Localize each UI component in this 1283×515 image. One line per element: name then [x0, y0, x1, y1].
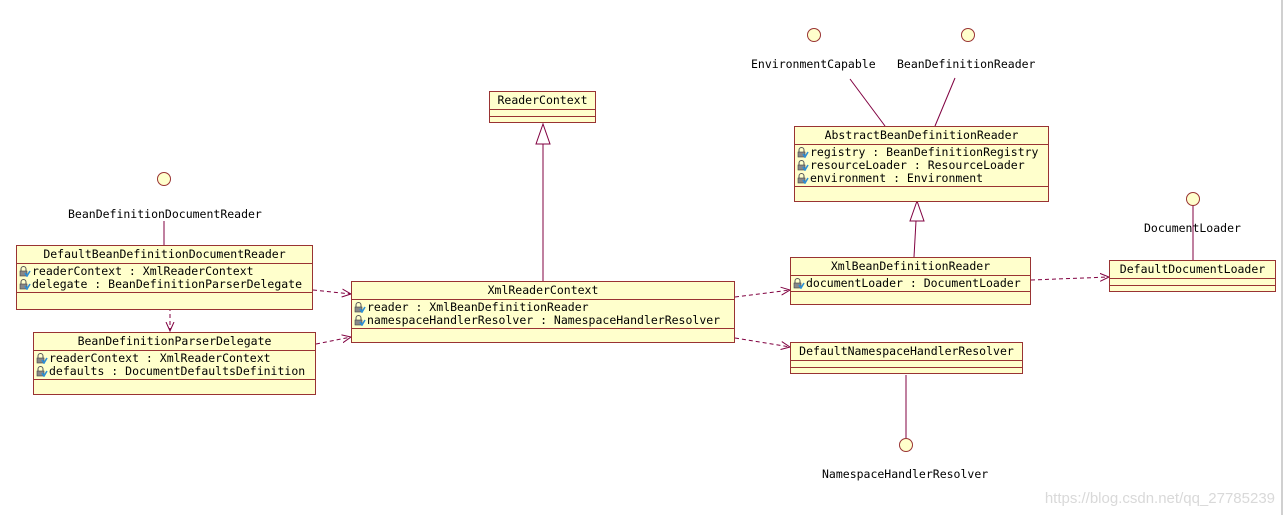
attribute-lock-icon [19, 279, 31, 290]
attribute-text: documentLoader : DocumentLoader [806, 276, 1021, 290]
dependency-xml-reader-context-to-namespace-resolver [734, 337, 790, 347]
attributes-compartment [490, 110, 595, 117]
operations-compartment [791, 368, 1022, 373]
attributes-compartment: documentLoader : DocumentLoader [791, 276, 1030, 292]
attribute-lock-icon [19, 266, 31, 277]
generalization-head-reader-context [535, 122, 551, 145]
operations-compartment [1110, 286, 1275, 291]
default-namespace-handler-resolver-class[interactable]: DefaultNamespaceHandlerResolver [790, 342, 1023, 374]
attribute-text: defaults : DocumentDefaultsDefinition [49, 364, 306, 378]
attribute-lock-icon [36, 353, 48, 364]
realization-line-environment-capable [849, 78, 886, 127]
xml-bean-definition-reader-class[interactable]: XmlBeanDefinitionReader documentLoader :… [790, 257, 1031, 305]
attribute-row: environment : Environment [797, 172, 1046, 185]
reader-context-class[interactable]: ReaderContext [489, 91, 596, 123]
operations-compartment [791, 292, 1030, 304]
attribute-row: registry : BeanDefinitionRegistry [797, 146, 1046, 159]
namespace-handler-resolver-interface-icon [899, 438, 913, 452]
attribute-lock-icon [797, 160, 809, 171]
class-name: ReaderContext [490, 92, 595, 110]
attributes-compartment: readerContext : XmlReaderContext delegat… [17, 264, 312, 293]
bean-definition-document-reader-interface-icon [157, 172, 171, 186]
class-name: XmlReaderContext [352, 282, 734, 300]
default-document-loader-class[interactable]: DefaultDocumentLoader [1109, 260, 1276, 292]
bean-definition-parser-delegate-class[interactable]: BeanDefinitionParserDelegate readerConte… [33, 332, 316, 395]
dependency-parser-delegate-to-xml-reader-context [315, 337, 351, 345]
attribute-text: environment : Environment [810, 171, 984, 185]
abstract-bean-definition-reader-class[interactable]: AbstractBeanDefinitionReader registry : … [794, 126, 1049, 202]
namespace-handler-resolver-label: NamespaceHandlerResolver [822, 467, 989, 481]
class-name: DefaultNamespaceHandlerResolver [791, 343, 1022, 361]
attribute-row: documentLoader : DocumentLoader [793, 277, 1028, 290]
dependency-xml-reader-context-to-xml-bean-definition-reader [734, 290, 790, 298]
attribute-text: namespaceHandlerResolver : NamespaceHand… [367, 313, 721, 327]
class-name: BeanDefinitionParserDelegate [34, 333, 315, 351]
attribute-row: delegate : BeanDefinitionParserDelegate [19, 278, 310, 291]
default-bean-definition-document-reader-class[interactable]: DefaultBeanDefinitionDocumentReader read… [16, 245, 313, 310]
window-edge [1281, 0, 1283, 515]
bean-definition-document-reader-label: BeanDefinitionDocumentReader [68, 207, 262, 221]
attribute-row: readerContext : XmlReaderContext [19, 265, 310, 278]
attribute-lock-icon [354, 315, 366, 326]
attribute-lock-icon [36, 366, 48, 377]
dependency-xml-bean-definition-reader-to-document-loader [1030, 277, 1109, 280]
environment-capable-label: EnvironmentCapable [751, 57, 876, 71]
bean-definition-reader-label: BeanDefinitionReader [897, 57, 1036, 71]
attribute-row: namespaceHandlerResolver : NamespaceHand… [354, 314, 732, 327]
dependency-document-reader-to-xml-reader-context [312, 290, 351, 294]
attributes-compartment: readerContext : XmlReaderContext default… [34, 351, 315, 380]
attribute-text: registry : BeanDefinitionRegistry [810, 145, 1039, 159]
attributes-compartment [1110, 279, 1275, 286]
class-name: AbstractBeanDefinitionReader [795, 127, 1048, 145]
attribute-text: resourceLoader : ResourceLoader [810, 158, 1025, 172]
attribute-text: delegate : BeanDefinitionParserDelegate [32, 277, 303, 291]
operations-compartment [17, 293, 312, 309]
attribute-text: readerContext : XmlReaderContext [49, 351, 271, 365]
class-name: DefaultDocumentLoader [1110, 261, 1275, 279]
document-loader-label: DocumentLoader [1144, 221, 1241, 235]
realization-line-bean-definition-reader [934, 77, 956, 127]
class-name: XmlBeanDefinitionReader [791, 258, 1030, 276]
attribute-lock-icon [354, 302, 366, 313]
environment-capable-interface-icon [807, 28, 821, 42]
xml-reader-context-class[interactable]: XmlReaderContext reader : XmlBeanDefinit… [351, 281, 735, 343]
bean-definition-reader-interface-icon [961, 28, 975, 42]
class-name: DefaultBeanDefinitionDocumentReader [17, 246, 312, 264]
attribute-lock-icon [793, 278, 805, 289]
attributes-compartment: registry : BeanDefinitionRegistry resour… [795, 145, 1048, 187]
attributes-compartment [791, 361, 1022, 368]
attribute-row: defaults : DocumentDefaultsDefinition [36, 365, 313, 378]
attribute-lock-icon [797, 173, 809, 184]
operations-compartment [352, 329, 734, 342]
attribute-row: reader : XmlBeanDefinitionReader [354, 301, 732, 314]
attribute-row: resourceLoader : ResourceLoader [797, 159, 1046, 172]
operations-compartment [795, 187, 1048, 201]
watermark: https://blog.csdn.net/qq_27785239 [1044, 490, 1275, 507]
attribute-row: readerContext : XmlReaderContext [36, 352, 313, 365]
attribute-text: readerContext : XmlReaderContext [32, 264, 254, 278]
generalization-line-xml-bean-definition-reader [913, 220, 917, 258]
operations-compartment [34, 380, 315, 394]
generalization-head-abstract-reader [909, 199, 925, 222]
attribute-text: reader : XmlBeanDefinitionReader [367, 300, 589, 314]
attributes-compartment: reader : XmlBeanDefinitionReader namespa… [352, 300, 734, 329]
attribute-lock-icon [797, 147, 809, 158]
document-loader-interface-icon [1186, 192, 1200, 206]
operations-compartment [490, 117, 595, 122]
